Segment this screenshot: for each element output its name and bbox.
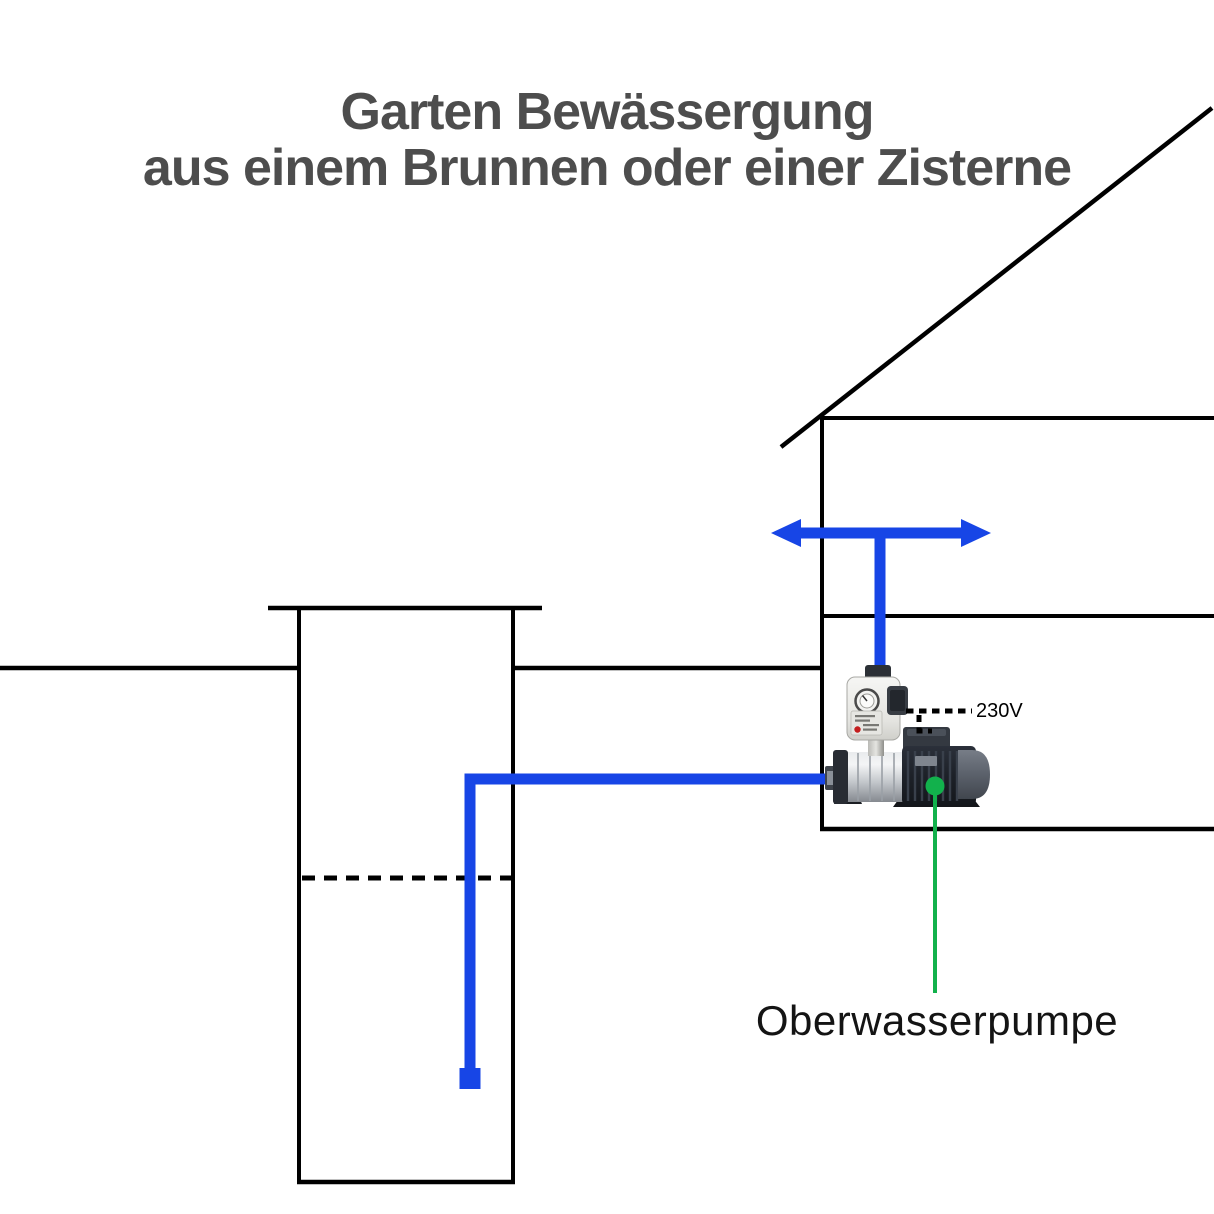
pump-steel-body	[845, 752, 904, 802]
pump-label: Oberwasserpumpe	[755, 997, 1119, 1044]
controller-stem	[868, 738, 884, 756]
page-title: Garten Bewässergung aus einem Brunnen od…	[0, 84, 1214, 196]
page-title-line1: Garten Bewässergung	[340, 83, 875, 141]
well-shaft	[268, 605, 542, 1185]
page-title-line2: aus einem Brunnen oder einer Zisterne	[142, 139, 1072, 197]
foot-valve	[459, 1068, 481, 1089]
motor-nameplate	[915, 756, 937, 766]
pump-left-end-cap	[833, 750, 848, 804]
distribution-arrow	[771, 519, 991, 547]
controller-power-led	[854, 726, 861, 733]
motor-fan-cover	[958, 750, 990, 799]
voltage-label: 230V	[976, 700, 1023, 722]
distribution-arrowhead-right	[961, 519, 991, 547]
house-outline	[779, 106, 1214, 832]
pump-stage-seams	[857, 753, 895, 801]
distribution-arrowhead-left	[771, 519, 801, 547]
motor-terminal-box-lid	[907, 729, 946, 736]
controller-side-connector-inner	[890, 690, 905, 711]
pump-pointer-dot	[925, 776, 945, 796]
suction-pipe	[464, 773, 831, 1069]
power-connection-line	[906, 708, 972, 734]
pump-inlet-face	[827, 771, 835, 785]
controller-label-text-lines	[855, 715, 879, 731]
surface-pump-unit	[825, 665, 990, 807]
pump-pointer	[925, 776, 945, 993]
roof-line	[779, 106, 1214, 449]
pressure-gauge-needle	[861, 695, 868, 702]
water-pipes	[459, 519, 991, 1089]
power-dotted-line-elbow	[916, 715, 932, 734]
